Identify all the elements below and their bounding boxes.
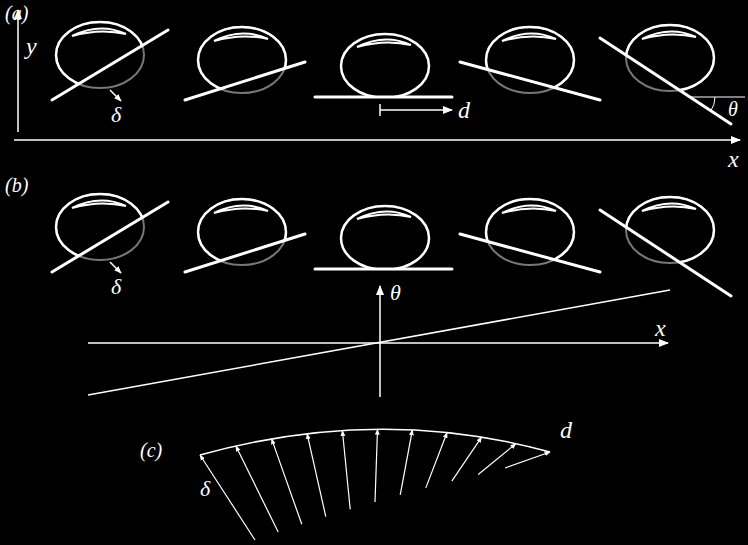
angle-arc	[711, 97, 715, 111]
vector-arrow	[478, 444, 516, 475]
drop-hidden-part	[626, 25, 714, 91]
drop-outline	[486, 27, 574, 93]
x-axis	[14, 139, 740, 141]
vector-arrow	[400, 430, 412, 495]
substrate-line	[52, 30, 168, 100]
vector-arrow	[426, 433, 447, 488]
substrate-line	[185, 62, 305, 100]
symbol-label: δ	[111, 104, 121, 126]
drop-outline	[341, 34, 429, 98]
drop-highlight	[72, 28, 126, 36]
delta-arrow	[110, 90, 121, 101]
drop-outline	[626, 25, 714, 91]
vector-arrow	[505, 452, 550, 468]
drop-outline	[56, 22, 144, 88]
vector-arrow	[307, 434, 326, 517]
substrate-line	[600, 38, 731, 124]
drop-highlight	[214, 33, 268, 41]
vector-arrow	[375, 429, 378, 502]
theta-line	[88, 290, 670, 395]
symbol-label: d	[560, 418, 572, 442]
substrate-line	[460, 62, 600, 100]
axis-label: x	[728, 147, 739, 171]
panel-label: (a)	[5, 3, 28, 23]
symbol-label: d	[458, 98, 470, 122]
drop-highlight	[502, 33, 556, 41]
drop-hidden-part	[486, 27, 574, 93]
angle-label: θ	[728, 99, 738, 119]
vector-arrow	[236, 446, 278, 532]
y-axis	[17, 10, 19, 132]
vector-arrow	[342, 431, 350, 510]
symbol-label: δ	[111, 276, 121, 298]
symbol-label: δ	[200, 478, 210, 500]
drop-highlight	[357, 39, 411, 47]
vector-arrow	[452, 437, 482, 481]
reference-line	[690, 97, 745, 98]
drop-hidden-part	[56, 22, 144, 88]
panel-label: (b)	[5, 175, 28, 195]
axis-label: θ	[390, 282, 401, 304]
substrate-line	[315, 96, 452, 99]
delta-arrow	[110, 262, 121, 273]
d-arrow	[380, 109, 452, 111]
drop-highlight	[642, 31, 696, 39]
vector-arrow	[272, 439, 302, 524]
panel-label: (c)	[140, 440, 162, 460]
axis-label: x	[655, 316, 666, 340]
interface-curve	[200, 429, 550, 455]
drop-row	[52, 194, 731, 296]
axis-label: y	[26, 34, 37, 58]
